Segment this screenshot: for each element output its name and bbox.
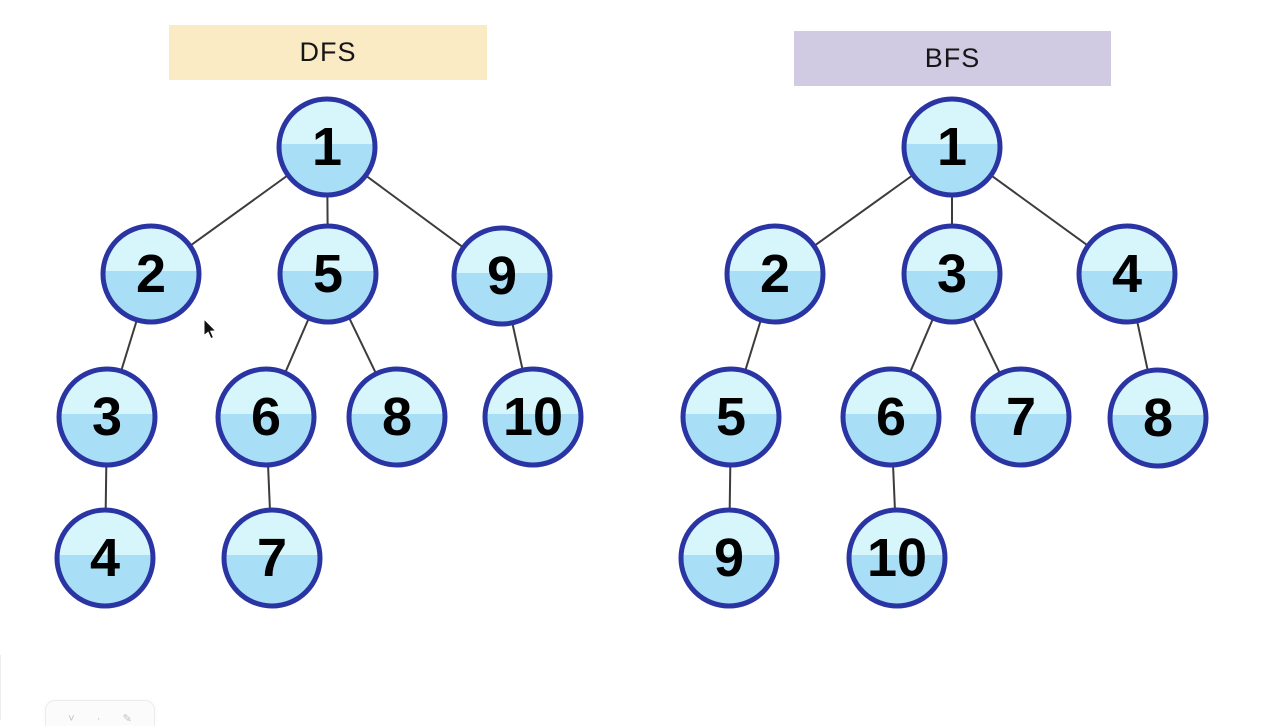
dfs-tree-node-6 — [215, 366, 317, 468]
dfs-tree-node-label-2: 2 — [136, 244, 166, 304]
dot-icon[interactable]: · — [96, 713, 101, 725]
bfs-tree-node-label-3: 3 — [937, 244, 967, 304]
bfs-tree-node-label-9: 9 — [714, 528, 744, 588]
dfs-tree-node-10 — [482, 366, 584, 468]
bfs-tree-node-3 — [901, 223, 1003, 325]
mini-toolbar[interactable]: ˅ · ✎ — [45, 700, 155, 726]
dfs-tree-node-4 — [54, 507, 156, 609]
bfs-tree-node-label-5: 5 — [716, 387, 746, 447]
bfs-tree-node-9 — [678, 507, 780, 609]
bfs-tree-node-label-6: 6 — [876, 387, 906, 447]
bfs-tree-node-2 — [724, 223, 826, 325]
chevron-icon[interactable]: ˅ — [68, 713, 75, 725]
dfs-tree-node-2 — [100, 223, 202, 325]
bfs-tree-node-label-10: 10 — [867, 528, 927, 588]
bfs-tree-node-label-2: 2 — [760, 244, 790, 304]
dfs-tree: 1 2 5 9 3 6 8 10 4 7 — [54, 96, 584, 609]
dfs-tree-node-label-3: 3 — [92, 387, 122, 447]
bfs-tree: 1 2 3 4 5 6 7 8 9 10 — [678, 96, 1209, 609]
dfs-tree-node-label-8: 8 — [382, 387, 412, 447]
pen-icon[interactable]: ✎ — [122, 713, 132, 725]
dfs-tree-node-3 — [56, 366, 158, 468]
bfs-tree-node-5 — [680, 366, 782, 468]
dfs-tree-node-9 — [451, 225, 553, 327]
dfs-tree-node-label-4: 4 — [90, 528, 120, 588]
bfs-tree-node-label-8: 8 — [1143, 388, 1173, 448]
dfs-tree-node-label-10: 10 — [503, 387, 563, 447]
dfs-header: DFS — [169, 25, 487, 80]
dfs-tree-node-label-9: 9 — [487, 246, 517, 306]
dfs-tree-node-8 — [346, 366, 448, 468]
bfs-tree-node-8 — [1107, 367, 1209, 469]
dfs-tree-node-label-7: 7 — [257, 528, 287, 588]
dfs-header-label: DFS — [299, 37, 357, 67]
bfs-header: BFS — [794, 31, 1111, 86]
bfs-tree-node-label-7: 7 — [1006, 387, 1036, 447]
dfs-tree-node-1 — [276, 96, 378, 198]
bfs-tree-node-label-1: 1 — [937, 117, 967, 177]
dfs-tree-node-7 — [221, 507, 323, 609]
bfs-tree-node-6 — [840, 366, 942, 468]
dfs-tree-node-label-1: 1 — [312, 117, 342, 177]
bfs-tree-node-4 — [1076, 223, 1178, 325]
bfs-tree-node-7 — [970, 366, 1072, 468]
panel-edge-divider — [0, 655, 1, 720]
bfs-tree-node-1 — [901, 96, 1003, 198]
bfs-tree-node-label-4: 4 — [1112, 244, 1142, 304]
dfs-tree-node-label-5: 5 — [313, 244, 343, 304]
bfs-tree-node-10 — [846, 507, 948, 609]
bfs-header-label: BFS — [924, 43, 981, 73]
dfs-tree-node-5 — [277, 223, 379, 325]
dfs-tree-node-label-6: 6 — [251, 387, 281, 447]
